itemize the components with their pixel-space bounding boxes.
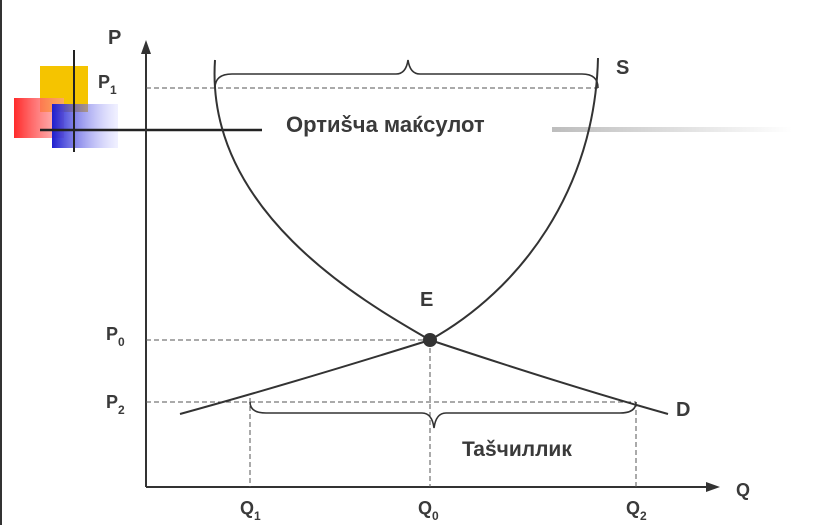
shortage-label: Tašчиллик bbox=[462, 438, 572, 461]
demand-label: D bbox=[676, 399, 690, 421]
equilibrium-point bbox=[423, 333, 437, 347]
supply-label: S bbox=[616, 57, 629, 79]
p2-label: P2 bbox=[106, 392, 125, 417]
y-axis-arrow-icon bbox=[141, 40, 151, 54]
shortage-brace bbox=[249, 401, 637, 429]
q2-label: Q2 bbox=[626, 498, 647, 523]
equilibrium-label: E bbox=[420, 289, 433, 311]
deco-horizontal-rule-right bbox=[552, 127, 792, 132]
p0-label: P0 bbox=[106, 324, 125, 349]
x-axis-arrow-icon bbox=[706, 482, 720, 492]
q1-label: Q1 bbox=[240, 498, 261, 523]
supply-curve bbox=[213, 57, 599, 342]
q0-label: Q0 bbox=[418, 498, 439, 523]
p1-label: P1 bbox=[98, 72, 117, 97]
dashed-guides bbox=[146, 87, 637, 487]
surplus-brace bbox=[214, 59, 599, 89]
decorative-squares bbox=[14, 50, 118, 152]
surplus-label: Ортиšча маќсулот bbox=[286, 112, 485, 137]
axes bbox=[141, 40, 720, 492]
x-axis-label: Q bbox=[736, 480, 750, 500]
demand-curve bbox=[179, 338, 669, 415]
y-axis-label: P bbox=[108, 27, 121, 49]
deco-blue-square bbox=[52, 104, 118, 148]
